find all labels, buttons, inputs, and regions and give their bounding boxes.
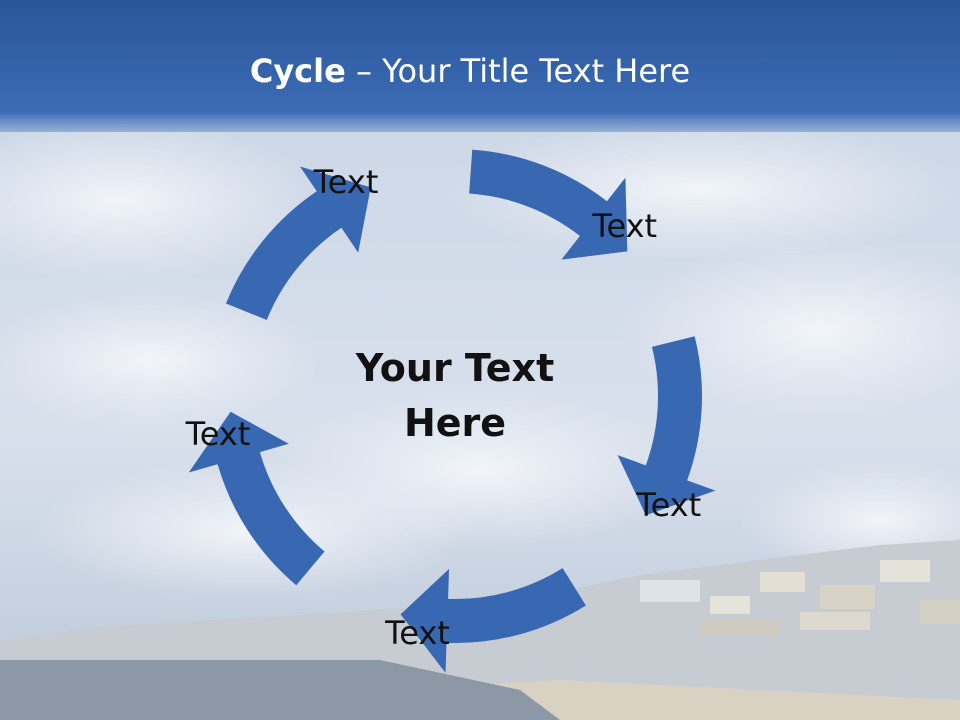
- step-label-3: Text: [636, 485, 702, 524]
- center-text: Your Text Here: [325, 341, 585, 451]
- clouds: [0, 120, 960, 600]
- step-label-1: Text: [313, 163, 379, 202]
- slide-title: Cycle – Your Title Text Here: [0, 52, 940, 90]
- cycle-arrow-2: [617, 336, 716, 516]
- cycle-arrow-3: [400, 568, 586, 673]
- cycle-arrow-5: [225, 166, 371, 320]
- center-text-line-1: Your Text: [355, 345, 555, 390]
- cycle-arrow-4: [188, 411, 325, 586]
- center-text-line-2: Here: [403, 401, 507, 445]
- title-rest: – Your Title Text Here: [345, 52, 691, 90]
- step-label-4: Text: [385, 614, 450, 653]
- cycle-arrow-1: [469, 149, 628, 260]
- sea: [0, 660, 560, 720]
- step-label-5: Text: [185, 414, 251, 453]
- title-bar: [0, 0, 960, 132]
- step-label-2: Text: [592, 207, 658, 246]
- title-bold: Cycle: [249, 52, 346, 90]
